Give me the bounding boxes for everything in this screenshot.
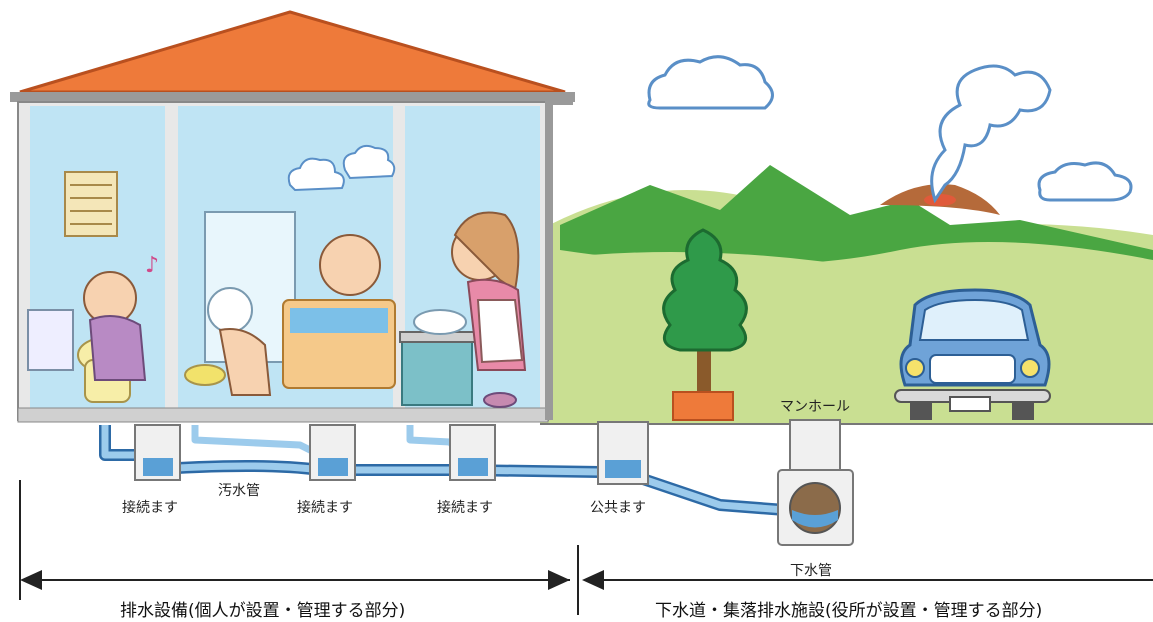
section-markers <box>19 480 1153 615</box>
manhole-label: マンホール <box>780 399 850 415</box>
sewer-pipe-label: 下水管 <box>790 563 832 579</box>
tree <box>662 228 748 421</box>
volcano-smoke <box>930 64 1052 204</box>
public-section-label: 下水道・集落排水施設(役所が設置・管理する部分) <box>655 601 1043 621</box>
connection-box-1-label: 接続ます <box>122 500 178 516</box>
clouds <box>647 55 1133 202</box>
connection-box-3-label: 接続ます <box>437 500 493 516</box>
landscape <box>540 165 1153 425</box>
cloud-1 <box>647 55 774 110</box>
connection-box-3 <box>449 424 496 481</box>
public-box-label: 公共ます <box>590 500 646 516</box>
public-box <box>597 421 649 485</box>
sewage-pipe-label: 汚水管 <box>218 483 260 499</box>
manhole <box>777 419 854 546</box>
svg-text:♪: ♪ <box>145 253 159 278</box>
connection-box-1 <box>134 424 181 481</box>
connection-box-2-label: 接続ます <box>297 500 353 516</box>
connection-box-2 <box>309 424 356 481</box>
cloud-2 <box>1037 161 1133 202</box>
private-section-label: 排水設備(個人が設置・管理する部分) <box>120 601 406 621</box>
house: ♪ <box>10 10 575 423</box>
car <box>894 288 1051 420</box>
roof <box>19 10 566 94</box>
